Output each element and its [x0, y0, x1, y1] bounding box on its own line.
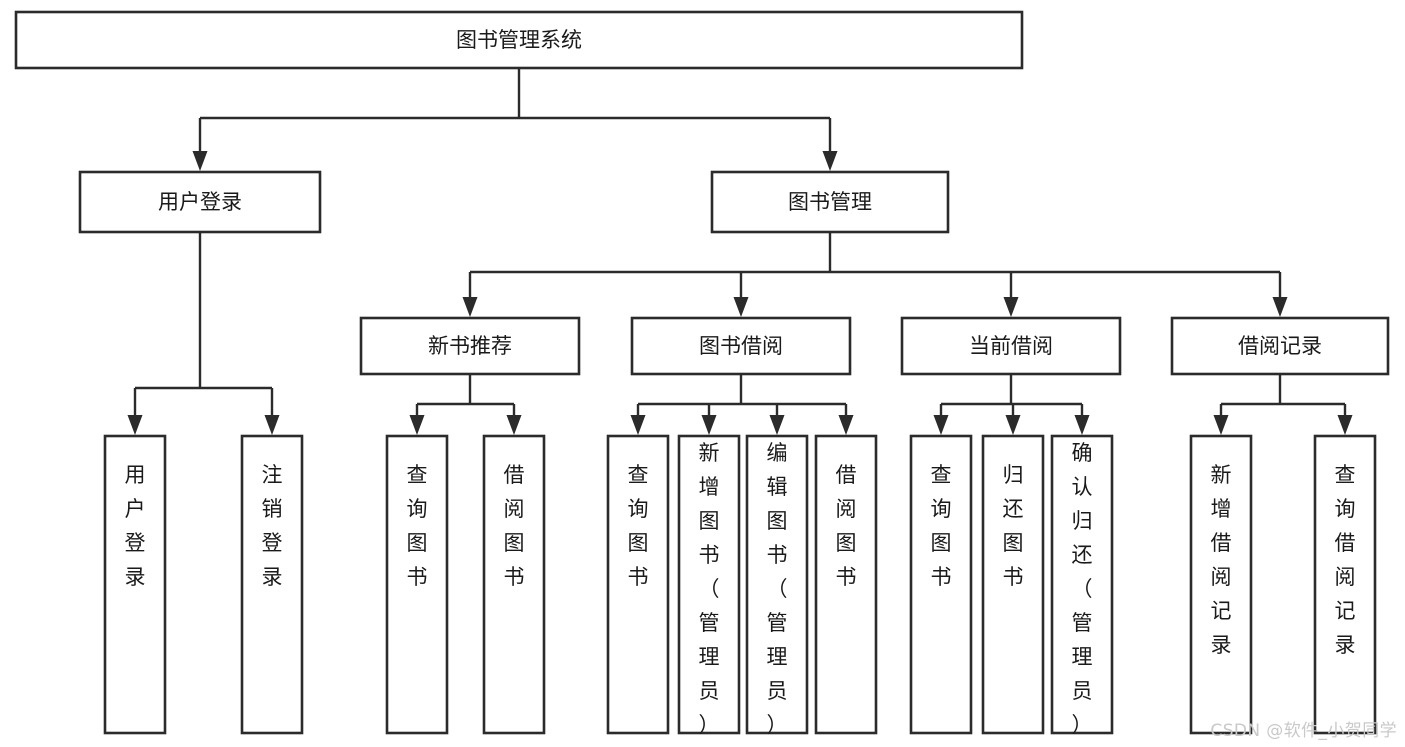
node-box [1170, 316, 1390, 376]
node-box [482, 434, 546, 735]
node-label: 新增图书（管理员） [699, 441, 720, 737]
node-box [359, 316, 581, 376]
node-level2-borrow-record[interactable]: 借阅记录 [1170, 316, 1390, 376]
connectors-layer [127, 68, 1353, 435]
node-leaf-leaf-confirm-return[interactable]: 确认归还（管理员） [1050, 434, 1114, 737]
node-leaf-leaf-add-borrow-record[interactable]: 新增借阅记录 [1189, 434, 1253, 735]
node-box [814, 434, 878, 735]
arrow-head-icon [769, 415, 785, 435]
node-label: 借阅图书 [836, 463, 857, 589]
arrow-head-icon [822, 151, 838, 171]
node-label: 查询图书 [628, 463, 649, 589]
arrow-head-icon [1074, 415, 1090, 435]
node-leaf-leaf-query-book-borrow[interactable]: 查询图书 [606, 434, 670, 735]
node-box [1189, 434, 1253, 735]
node-box [385, 434, 449, 735]
node-box [710, 170, 950, 234]
arrow-head-icon [733, 297, 749, 317]
arrow-head-icon [1003, 297, 1019, 317]
node-level2-book-borrow[interactable]: 图书借阅 [630, 316, 852, 376]
node-leaf-leaf-borrow-book[interactable]: 借阅图书 [814, 434, 878, 735]
node-level2-current-borrow[interactable]: 当前借阅 [900, 316, 1122, 376]
node-box [981, 434, 1045, 735]
node-leaf-leaf-edit-book[interactable]: 编辑图书（管理员） [745, 434, 809, 737]
arrow-head-icon [1272, 297, 1288, 317]
node-label: 用户登录 [158, 190, 242, 214]
node-box [78, 170, 322, 234]
node-label: 用户登录 [125, 463, 146, 589]
node-box [103, 434, 167, 735]
node-leaf-leaf-query-book-current[interactable]: 查询图书 [909, 434, 973, 735]
node-box [677, 434, 741, 735]
node-label: 归还图书 [1003, 463, 1024, 589]
node-box [900, 316, 1122, 376]
node-box [745, 434, 809, 735]
node-level1-user-login[interactable]: 用户登录 [78, 170, 322, 234]
node-label: 注销登录 [262, 463, 283, 589]
arrow-head-icon [506, 415, 522, 435]
node-leaf-leaf-return-book[interactable]: 归还图书 [981, 434, 1045, 735]
node-box [606, 434, 670, 735]
node-label: 新书推荐 [428, 334, 512, 358]
watermark-text: CSDN @软件_小贺同学 [1210, 721, 1397, 741]
arrow-head-icon [264, 415, 280, 435]
node-label: 编辑图书（管理员） [767, 441, 788, 737]
arrow-head-icon [462, 297, 478, 317]
node-label: 当前借阅 [969, 334, 1053, 358]
node-box [1050, 434, 1114, 735]
arrow-head-icon [933, 415, 949, 435]
node-box [240, 434, 304, 735]
node-box [1313, 434, 1377, 735]
arrow-head-icon [838, 415, 854, 435]
node-leaf-leaf-query-borrow-record[interactable]: 查询借阅记录 [1313, 434, 1377, 735]
node-level2-new-book-recommend[interactable]: 新书推荐 [359, 316, 581, 376]
node-box [909, 434, 973, 735]
node-label: 查询借阅记录 [1335, 463, 1356, 657]
node-leaf-leaf-user-login[interactable]: 用户登录 [103, 434, 167, 735]
node-label: 借阅图书 [504, 463, 525, 589]
node-label: 图书管理系统 [456, 28, 582, 52]
node-label: 确认归还（管理员） [1072, 441, 1093, 737]
arrow-head-icon [127, 415, 143, 435]
node-root-root[interactable]: 图书管理系统 [14, 10, 1024, 70]
nodes-layer: 图书管理系统用户登录图书管理新书推荐图书借阅当前借阅借阅记录用户登录注销登录查询… [14, 10, 1390, 737]
node-box [630, 316, 852, 376]
arrow-head-icon [409, 415, 425, 435]
arrow-head-icon [192, 151, 208, 171]
arrow-head-icon [701, 415, 717, 435]
node-leaf-leaf-logout[interactable]: 注销登录 [240, 434, 304, 735]
node-level1-book-management[interactable]: 图书管理 [710, 170, 950, 234]
node-label: 图书借阅 [699, 334, 783, 358]
arrow-head-icon [630, 415, 646, 435]
node-label: 查询图书 [407, 463, 428, 589]
node-leaf-leaf-query-book-recommend[interactable]: 查询图书 [385, 434, 449, 735]
node-leaf-leaf-add-book[interactable]: 新增图书（管理员） [677, 434, 741, 737]
node-label: 查询图书 [931, 463, 952, 589]
node-label: 新增借阅记录 [1211, 463, 1232, 657]
arrow-head-icon [1337, 415, 1353, 435]
node-leaf-leaf-borrow-book-recommend[interactable]: 借阅图书 [482, 434, 546, 735]
node-label: 图书管理 [788, 190, 872, 214]
node-label: 借阅记录 [1238, 334, 1322, 358]
node-box [14, 10, 1024, 70]
arrow-head-icon [1213, 415, 1229, 435]
arrow-head-icon [1005, 415, 1021, 435]
